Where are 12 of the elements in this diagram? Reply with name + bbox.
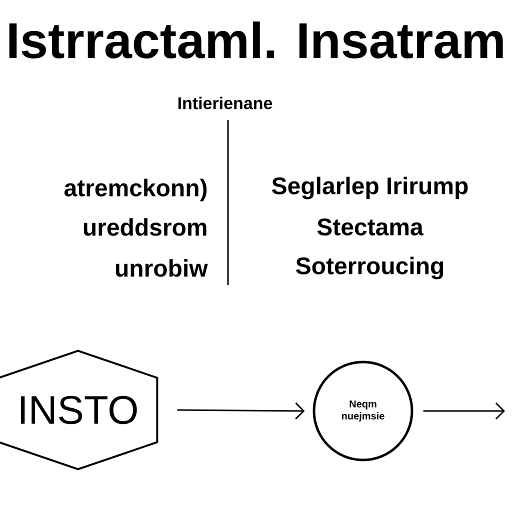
column-text: atremckonn) [64,178,207,202]
arrow [177,402,305,420]
subtitle: Intierienane [178,96,272,110]
hexagon-node: INSTO [0,350,158,470]
title: Istrractaml. Insatram [9,22,503,58]
column-text: ureddsrom [84,218,206,236]
column-text: Seglarlep Irirump [272,176,468,200]
arrow [423,402,505,420]
column-text: Stectama [317,218,424,236]
column-text: Soterroucing [296,256,444,280]
circle-node: Neqm nuejmsie [312,360,414,462]
column-text: unrobiw [116,259,208,277]
